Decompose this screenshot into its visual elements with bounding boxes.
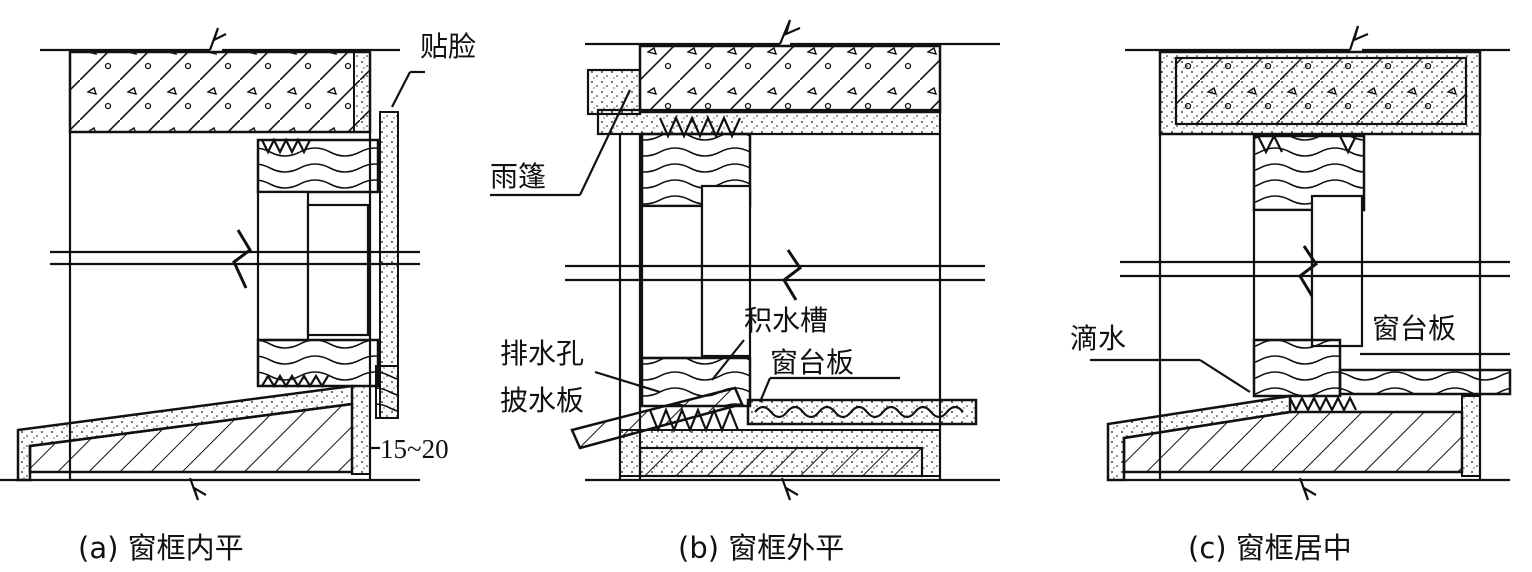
panel-b: 雨篷 积水槽 排水孔 窗台板 披水板 (b) 窗框外平 xyxy=(490,19,1000,565)
label-drip-board: 披水板 xyxy=(500,384,584,417)
canopy-b xyxy=(586,68,642,116)
sill-board-c xyxy=(1338,368,1512,396)
panel-c: 滴水 窗台板 (c) 窗框居中 xyxy=(1070,25,1512,565)
dimension-label: 15~20 xyxy=(380,434,449,464)
panel-a: 贴脸 15~20 (a) 窗框内平 xyxy=(0,27,476,565)
label-sill-board-b: 窗台板 xyxy=(770,346,854,379)
caption-a: (a) 窗框内平 xyxy=(78,531,244,565)
label-canopy: 雨篷 xyxy=(490,160,546,193)
label-drain-hole: 排水孔 xyxy=(500,337,584,370)
sill-frame-c xyxy=(1252,338,1342,398)
lintel-b xyxy=(638,44,942,114)
head-frame-a xyxy=(256,138,380,194)
lintel-a xyxy=(68,50,372,134)
head-frame-b xyxy=(640,132,752,208)
drip-board-b xyxy=(570,386,744,450)
label-drip: 滴水 xyxy=(1070,322,1126,355)
caption-b: (b) 窗框外平 xyxy=(678,531,844,565)
label-water-trough: 积水槽 xyxy=(744,304,828,337)
lintel-c xyxy=(1174,56,1468,126)
sill-board-b xyxy=(746,398,978,426)
label-facing: 贴脸 xyxy=(420,30,476,63)
label-sill-board-c: 窗台板 xyxy=(1372,312,1456,345)
caption-c: (c) 窗框居中 xyxy=(1188,531,1352,565)
